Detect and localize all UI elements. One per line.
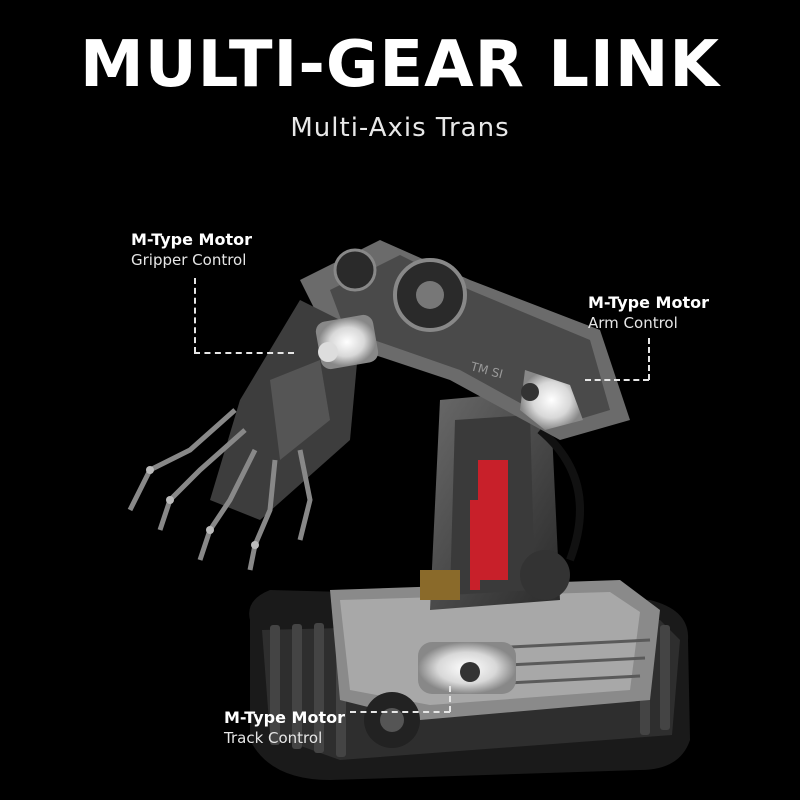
callout-arm-desc: Arm Control <box>588 314 678 332</box>
callout-arm: M-Type Motor Arm Control <box>588 292 709 334</box>
callout-track-leader-vertical <box>449 686 451 712</box>
callout-track-title: M-Type Motor <box>224 708 345 727</box>
callout-arm-leader-horizontal <box>585 379 649 381</box>
headline-subtitle: Multi-Axis Trans <box>290 113 510 143</box>
callout-arm-leader-vertical <box>648 338 650 380</box>
callout-track-desc: Track Control <box>224 729 323 747</box>
callout-track: M-Type Motor Track Control <box>224 707 345 749</box>
callout-gripper-title: M-Type Motor <box>131 230 252 249</box>
callout-gripper-leader-vertical <box>194 278 196 353</box>
callout-track-leader-horizontal <box>350 711 450 713</box>
callout-arm-title: M-Type Motor <box>588 293 709 312</box>
arm-column <box>420 390 584 610</box>
arm-motor <box>520 370 583 430</box>
track-motor <box>418 642 516 694</box>
callout-gripper-leader-horizontal <box>194 352 294 354</box>
gripper-motor <box>315 314 379 370</box>
callout-gripper-desc: Gripper Control <box>131 251 247 269</box>
headline-title: MULTI-GEAR LINK <box>80 28 720 102</box>
callout-gripper: M-Type Motor Gripper Control <box>131 229 252 271</box>
